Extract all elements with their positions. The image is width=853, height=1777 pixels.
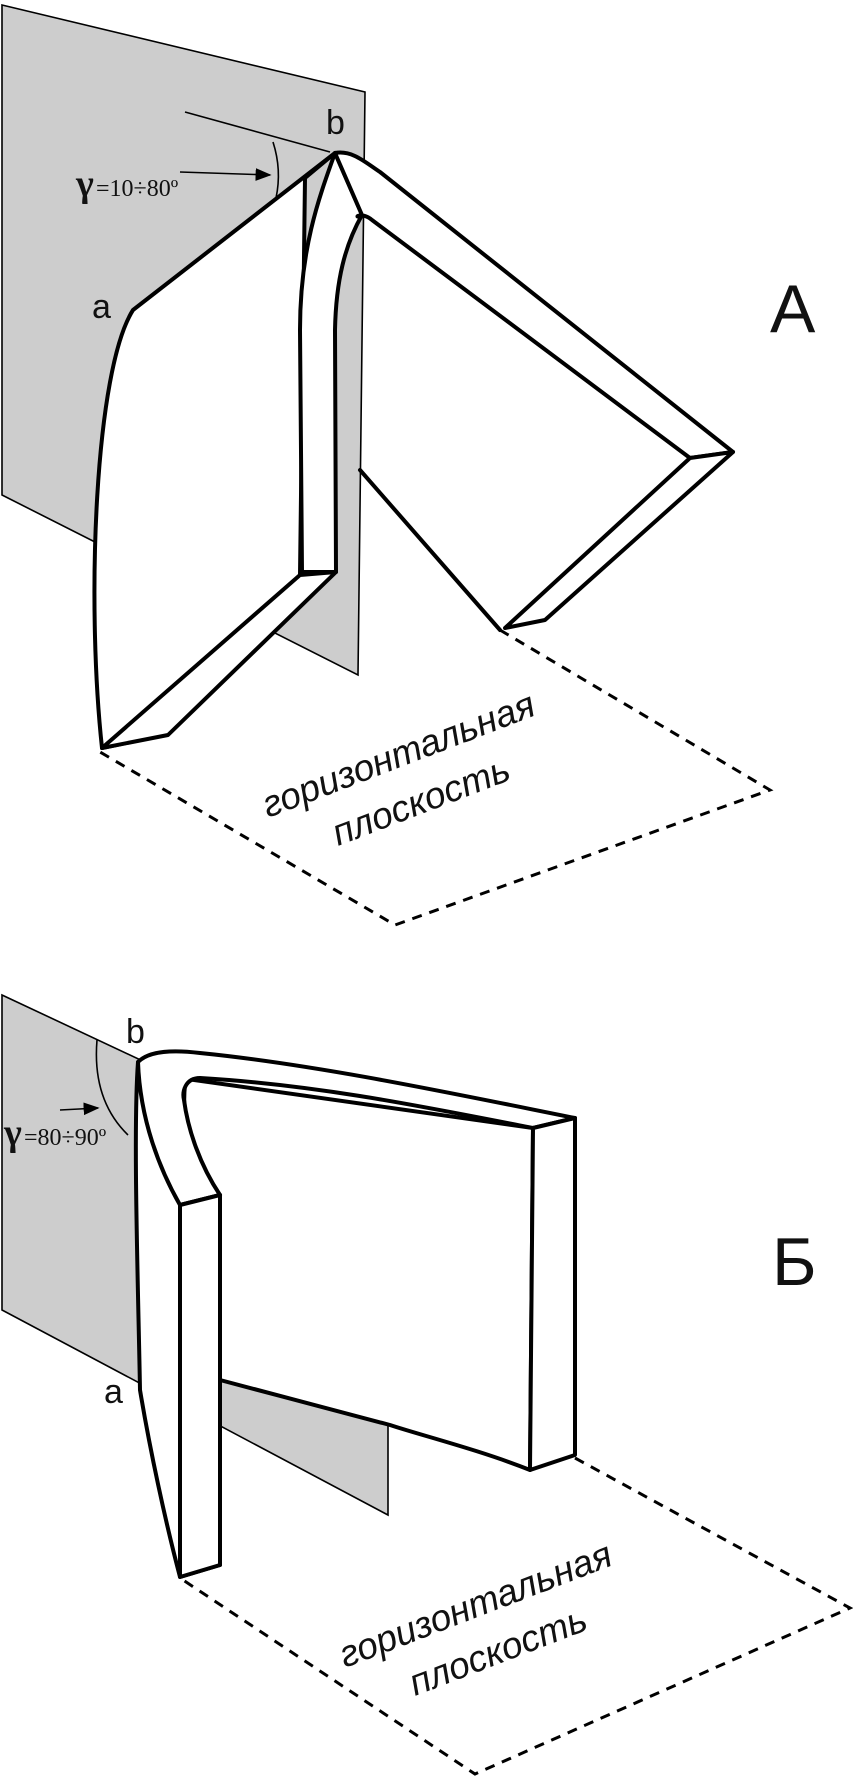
horizontal-plane-outline-b bbox=[179, 1456, 853, 1776]
panel-b: b a γ =80÷90º Б горизонтальная плоскость bbox=[1, 993, 853, 1776]
fold-right-arm-a bbox=[333, 150, 735, 460]
angle-range-a: =10÷80º bbox=[96, 176, 179, 202]
fold-bottom-slab-a bbox=[100, 570, 338, 750]
point-label-a-b: a bbox=[104, 1373, 123, 1411]
angle-range-b: =80÷90º bbox=[24, 1125, 107, 1151]
fold-right-face-a bbox=[358, 468, 502, 632]
panel-a: b a γ =10÷80º А горизонтальная плоскость bbox=[1, 3, 816, 927]
fold-right-slab-a bbox=[503, 450, 735, 630]
angle-arc-a bbox=[272, 141, 280, 199]
panel-label-a: А bbox=[770, 271, 816, 347]
angle-arrow-a bbox=[179, 168, 272, 181]
point-label-a-a: a bbox=[92, 288, 111, 326]
point-label-b-a: b bbox=[326, 104, 345, 142]
horizontal-plane-outline-a bbox=[99, 628, 774, 927]
fold-back-face-b bbox=[178, 1076, 535, 1472]
reference-line-a bbox=[184, 111, 331, 153]
angle-gamma-a: γ bbox=[75, 163, 94, 205]
angle-arc-b bbox=[95, 1039, 129, 1136]
fold-front-slab-b bbox=[178, 1193, 222, 1579]
point-label-b-b: b bbox=[126, 1013, 145, 1051]
fold-right-slab-b bbox=[528, 1116, 577, 1472]
angle-arrow-b bbox=[59, 1102, 100, 1116]
panel-label-b: Б bbox=[772, 1224, 817, 1300]
angle-gamma-b: γ bbox=[3, 1112, 22, 1154]
fold-front-edge-a bbox=[298, 151, 364, 574]
